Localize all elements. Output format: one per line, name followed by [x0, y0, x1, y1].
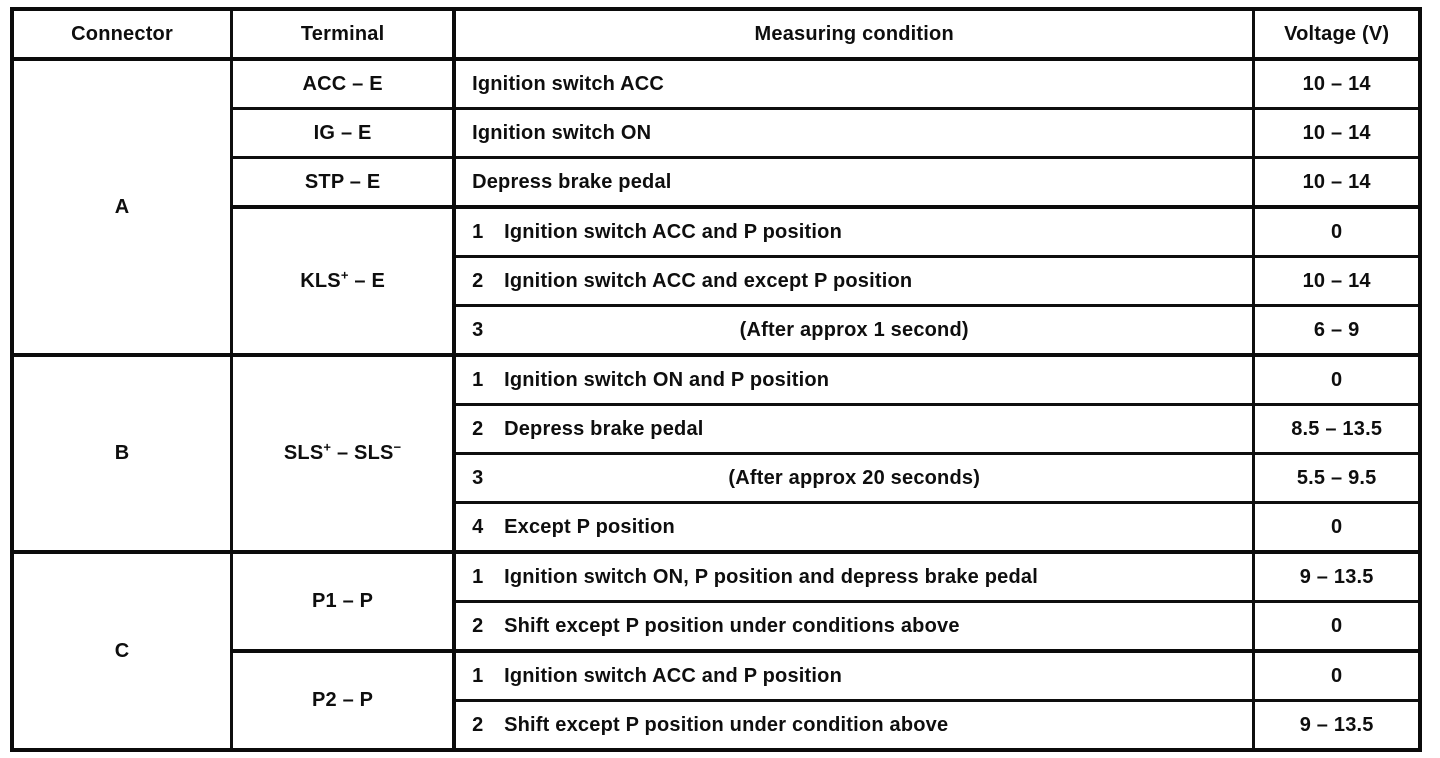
header-connector: Connector — [10, 7, 234, 61]
condition-text: Ignition switch ACC — [472, 72, 665, 95]
terminal-cell-kls: KLS+ – E — [230, 205, 456, 357]
terminal-label: ACC – E — [302, 72, 383, 95]
terminal-superscript: + — [323, 439, 332, 455]
condition-number: 1 — [472, 664, 484, 687]
terminal-label: STP – E — [304, 170, 381, 193]
connector-cell-c: C — [10, 550, 234, 752]
condition-cell: Depress brake pedal — [452, 156, 1256, 209]
terminal-label: P1 – P — [311, 590, 374, 612]
voltage-cell: 10 – 14 — [1252, 107, 1422, 159]
condition-text: Depress brake pedal — [472, 170, 672, 193]
condition-text: Ignition switch ON — [472, 121, 652, 144]
terminal-superscript: + — [340, 266, 349, 282]
table-row: KLS+ – E 1 Ignition switch ACC and P posi… — [12, 205, 1422, 357]
header-row: Connector Terminal Measuring condition V… — [10, 7, 1422, 61]
header-voltage: Voltage (V) — [1252, 7, 1422, 61]
voltage-cell: 0 — [1252, 600, 1422, 653]
table-row: C P1 – P 1 Ignition switch ON, P position… — [10, 550, 1422, 752]
condition-text: Ignition switch ACC and P position — [504, 664, 842, 687]
condition-cell: 1 Ignition switch ON, P position and depr… — [452, 550, 1256, 603]
condition-cell: 3 (After approx 20 seconds) — [452, 452, 1256, 504]
table-row: B SLS+ – SLS− 1 Ignition switch ON and P … — [10, 353, 1422, 554]
voltage-cell: 10 – 14 — [1252, 156, 1422, 209]
voltage-cell: 0 — [1252, 501, 1422, 554]
condition-cell: 3 (After approx 1 second) — [452, 304, 1256, 357]
terminal-cell: ACC – E — [230, 57, 456, 110]
terminal-cell: STP – E — [230, 156, 456, 209]
voltage-cell: 0 — [1252, 649, 1422, 702]
condition-cell: 1 Ignition switch ON and P position — [452, 353, 1256, 406]
condition-number: 3 — [472, 318, 484, 341]
condition-number: 2 — [472, 417, 484, 440]
condition-number: 1 — [472, 368, 484, 391]
condition-text: Shift except P position under condition … — [504, 713, 949, 736]
terminal-label: SLS — [283, 442, 324, 464]
condition-cell: Ignition switch ON — [452, 107, 1256, 159]
header-terminal: Terminal — [230, 7, 456, 61]
condition-cell: 4 Except P position — [452, 501, 1256, 554]
table-row: 4 Except P position 0 — [12, 501, 1422, 554]
condition-text: Depress brake pedal — [504, 417, 704, 440]
condition-number: 2 — [472, 713, 484, 736]
voltage-cell: 9 – 13.5 — [1252, 699, 1422, 752]
voltage-cell: 6 – 9 — [1252, 304, 1422, 357]
condition-text: Ignition switch ACC and except P positio… — [504, 269, 913, 292]
terminal-label: P2 – P — [311, 689, 374, 711]
condition-cell: 1 Ignition switch ACC and P position — [452, 205, 1256, 258]
condition-text: Shift except P position under conditions… — [504, 614, 960, 637]
condition-number: 4 — [472, 515, 484, 538]
table-row: P2 – P 1 Ignition switch ACC and P positi… — [12, 649, 1422, 752]
condition-text: (After approx 1 second) — [739, 318, 969, 341]
table-row: 2 Shift except P position under condition… — [12, 699, 1422, 752]
voltage-cell: 5.5 – 9.5 — [1252, 452, 1422, 504]
header-measuring-condition: Measuring condition — [452, 7, 1256, 61]
condition-number: 1 — [472, 565, 484, 588]
terminal-cell-p2: P2 – P — [230, 649, 456, 752]
condition-cell: 2 Shift except P position under condition… — [452, 699, 1256, 752]
terminal-label: KLS — [300, 269, 341, 292]
connector-cell-a: A — [10, 57, 234, 357]
voltage-cell: 8.5 – 13.5 — [1252, 403, 1422, 455]
terminal-label: – E — [348, 269, 386, 292]
voltage-cell: 10 – 14 — [1252, 255, 1422, 307]
condition-text: (After approx 20 seconds) — [728, 466, 981, 489]
terminal-cell-p1: P1 – P — [230, 550, 456, 653]
condition-number: 2 — [472, 269, 484, 292]
table-row: STP – E Depress brake pedal 10 – 14 — [12, 156, 1422, 209]
voltage-cell: 0 — [1252, 353, 1422, 406]
terminal-cell: IG – E — [230, 107, 456, 159]
terminal-superscript: − — [393, 439, 402, 455]
table-row: 3 (After approx 1 second) 6 – 9 — [12, 304, 1422, 357]
condition-number: 2 — [472, 614, 484, 637]
table-row: IG – E Ignition switch ON 10 – 14 — [12, 107, 1422, 159]
connector-cell-b: B — [10, 353, 234, 554]
table-row: 3 (After approx 20 seconds) 5.5 – 9.5 — [12, 452, 1422, 504]
voltage-cell: 0 — [1252, 205, 1422, 258]
table-row: A ACC – E Ignition switch ACC 10 – 14 — [10, 57, 1422, 357]
table-row: 2 Shift except P position under condition… — [12, 600, 1422, 653]
condition-cell: Ignition switch ACC — [452, 57, 1256, 110]
condition-text: Ignition switch ACC and P position — [504, 220, 842, 243]
table-row: 2 Ignition switch ACC and except P positi… — [12, 255, 1422, 307]
condition-cell: 2 Shift except P position under condition… — [452, 600, 1256, 653]
condition-text: Ignition switch ON and P position — [504, 368, 830, 391]
condition-cell: 1 Ignition switch ACC and P position — [452, 649, 1256, 702]
condition-text: Ignition switch ON, P position and depre… — [504, 565, 1038, 588]
voltage-cell: 9 – 13.5 — [1252, 550, 1422, 603]
condition-number: 1 — [472, 220, 484, 243]
table-row: 2 Depress brake pedal 8.5 – 13.5 — [12, 403, 1422, 455]
terminal-label: – SLS — [331, 442, 394, 464]
voltage-cell: 10 – 14 — [1252, 57, 1422, 110]
condition-text: Except P position — [504, 515, 675, 538]
terminal-cell-sls: SLS+ – SLS− — [230, 353, 456, 554]
condition-cell: 2 Ignition switch ACC and except P positi… — [452, 255, 1256, 307]
condition-cell: 2 Depress brake pedal — [452, 403, 1256, 455]
terminal-label: IG – E — [313, 121, 372, 144]
condition-number: 3 — [472, 466, 484, 489]
voltage-spec-table: Connector Terminal Measuring condition V… — [10, 7, 1422, 752]
